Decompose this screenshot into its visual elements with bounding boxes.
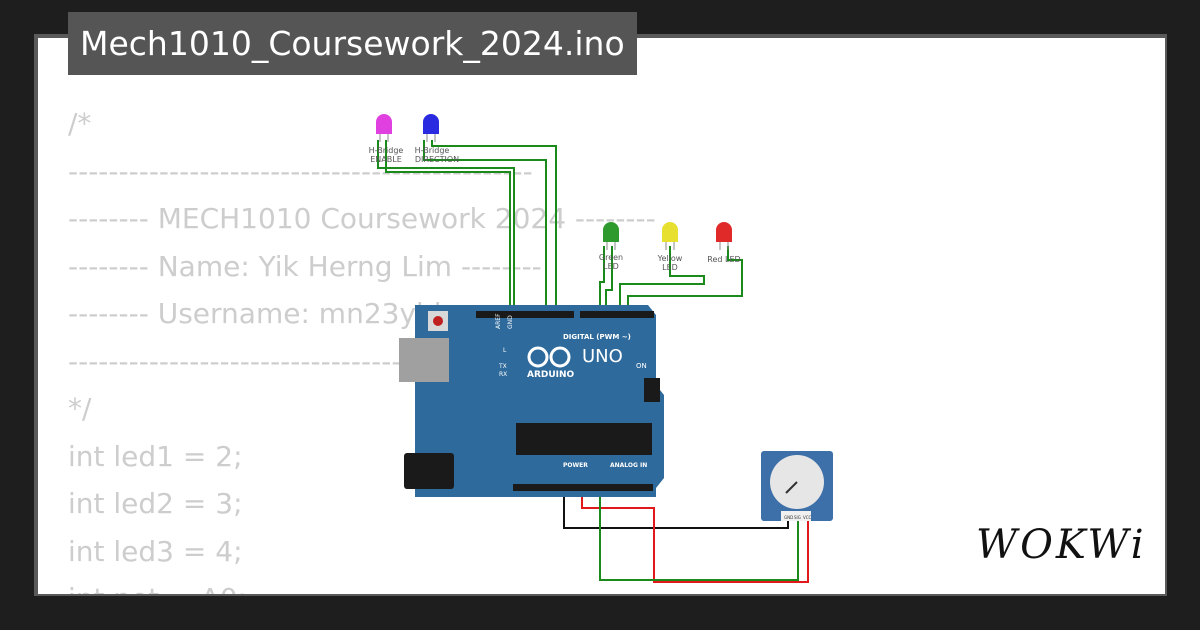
code-line: int led2 = 3; <box>68 487 243 520</box>
code-line: int led1 = 2; <box>68 439 243 473</box>
digital-header-left <box>476 311 574 318</box>
led-direction-label: H-Bridge <box>415 146 450 155</box>
pot-pin-vcc: VCC <box>803 515 812 520</box>
wokwi-logo: WOKWi <box>976 522 1147 568</box>
led-green-label: Green <box>599 253 623 262</box>
pin-label-aref: AREF <box>495 313 502 329</box>
rx-led-label: RX <box>499 371 507 378</box>
tx-led-label: TX <box>498 363 507 370</box>
wire-enable-gnd <box>377 140 515 312</box>
board-model: UNO <box>582 346 623 367</box>
led-yellow-label-2: LED <box>662 263 678 272</box>
analog-header <box>597 484 653 491</box>
led-red[interactable]: Red LED <box>707 222 741 264</box>
led-green-label-2: LED <box>603 262 619 271</box>
led-enable-label: H-Bridge <box>369 146 404 155</box>
led-green[interactable]: Green LED <box>599 222 623 271</box>
wire-enable <box>385 140 511 312</box>
code-line: */ <box>68 392 92 425</box>
led-enable-label-2: ENABLE <box>370 155 402 164</box>
arduino-logo-icon <box>527 346 571 368</box>
wires <box>377 140 809 583</box>
led-red-label: Red LED <box>707 255 740 264</box>
led-direction[interactable]: H-Bridge DIRECTION <box>415 114 459 164</box>
l-led-label: L <box>503 347 507 354</box>
microcontroller-chip <box>516 423 652 455</box>
project-title: Mech1010_Coursework_2024.ino <box>68 12 637 75</box>
code-line: int pot = A0; <box>68 575 656 594</box>
code-line: /* <box>68 107 92 140</box>
code-line: int led3 = 4; <box>68 534 243 568</box>
pot-pin-sig: SIG <box>794 515 801 520</box>
icsp-header <box>644 378 660 402</box>
usb-port <box>399 338 449 382</box>
pot-pin-gnd: GND <box>784 515 793 520</box>
wire-pot-signal <box>599 486 799 581</box>
wire-yellow-led <box>619 246 705 312</box>
board-brand: ARDUINO <box>527 370 575 380</box>
pin-label-gnd: GND <box>507 315 514 329</box>
digital-header-label: DIGITAL (PWM ~) <box>563 333 631 341</box>
wire-direction <box>431 140 557 312</box>
digital-header-right <box>580 311 654 318</box>
wire-direction-gnd <box>423 140 547 312</box>
led-yellow[interactable]: Yellow LED <box>657 222 683 272</box>
led-yellow-label: Yellow <box>657 254 683 263</box>
arduino-uno-board[interactable]: AREF GND DIGITAL (PWM ~) UNO ARDUINO ON … <box>399 305 664 497</box>
led-direction-label-2: DIRECTION <box>415 155 459 164</box>
wire-green-gnd <box>599 246 605 312</box>
led-enable[interactable]: H-Bridge ENABLE <box>369 114 404 164</box>
potentiometer[interactable]: GND SIG VCC <box>761 451 833 521</box>
wire-pot-gnd <box>563 486 789 529</box>
power-jack <box>404 453 454 489</box>
analog-header-label: ANALOG IN <box>610 462 647 469</box>
power-header-label: POWER <box>563 462 588 469</box>
wire-green-led <box>605 246 613 312</box>
wire-pot-vcc <box>581 486 809 583</box>
wire-red-led <box>627 246 743 312</box>
code-line: -------- Name: Yik Herng Lim -------- <box>68 249 542 283</box>
on-led-label: ON <box>636 362 647 370</box>
power-header <box>513 484 597 491</box>
